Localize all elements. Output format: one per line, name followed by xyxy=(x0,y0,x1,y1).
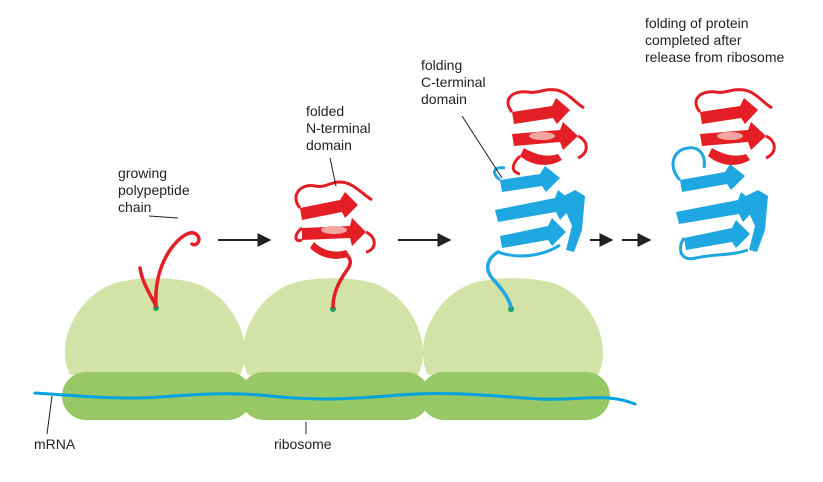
c-terminal-domain-stage3 xyxy=(486,166,585,309)
ribosome-large-subunit xyxy=(64,278,246,375)
leader-line-mrna xyxy=(46,395,53,435)
label-line: folded xyxy=(306,103,345,119)
label-growing-polypeptide-chain: growing polypeptide chain xyxy=(118,165,190,216)
n-terminal-domain-stage3 xyxy=(506,88,588,176)
leader-line-folding xyxy=(461,115,503,179)
label-line: domain xyxy=(306,137,352,153)
ribosome-large-subunit xyxy=(242,278,424,375)
label-folding-completed: folding of protein completed after relea… xyxy=(645,15,784,66)
label-line: completed after xyxy=(645,32,742,48)
label-line: domain xyxy=(421,91,467,107)
leader-line-growing xyxy=(148,215,179,219)
mrna-strand xyxy=(33,391,637,406)
ribosome-2 xyxy=(240,278,430,420)
label-line: C-terminal xyxy=(421,74,486,90)
n-terminal-domain-stage2 xyxy=(294,180,376,309)
label-line: chain xyxy=(118,199,152,215)
growing-polypeptide-chain xyxy=(154,231,201,308)
label-ribosome: ribosome xyxy=(274,436,332,452)
label-line: polypeptide xyxy=(118,182,190,198)
leader-line-folded xyxy=(329,157,337,187)
label-line: folding of protein xyxy=(645,15,749,31)
label-line: growing xyxy=(118,165,168,181)
label-line: folding xyxy=(421,57,463,73)
label-mrna: mRNA xyxy=(34,436,76,452)
label-folded-n-terminal-domain: folded N-terminal domain xyxy=(306,103,371,154)
ribosome-small-subunit xyxy=(240,372,430,420)
label-line: release from ribosome xyxy=(645,49,785,65)
completed-protein-blue xyxy=(671,146,768,261)
growing-chain-start xyxy=(138,266,158,308)
label-folding-c-terminal-domain: folding C-terminal domain xyxy=(421,57,486,108)
ribosome-large-subunit xyxy=(422,278,604,375)
completed-protein-red xyxy=(694,88,776,165)
label-line: N-terminal xyxy=(306,120,371,136)
